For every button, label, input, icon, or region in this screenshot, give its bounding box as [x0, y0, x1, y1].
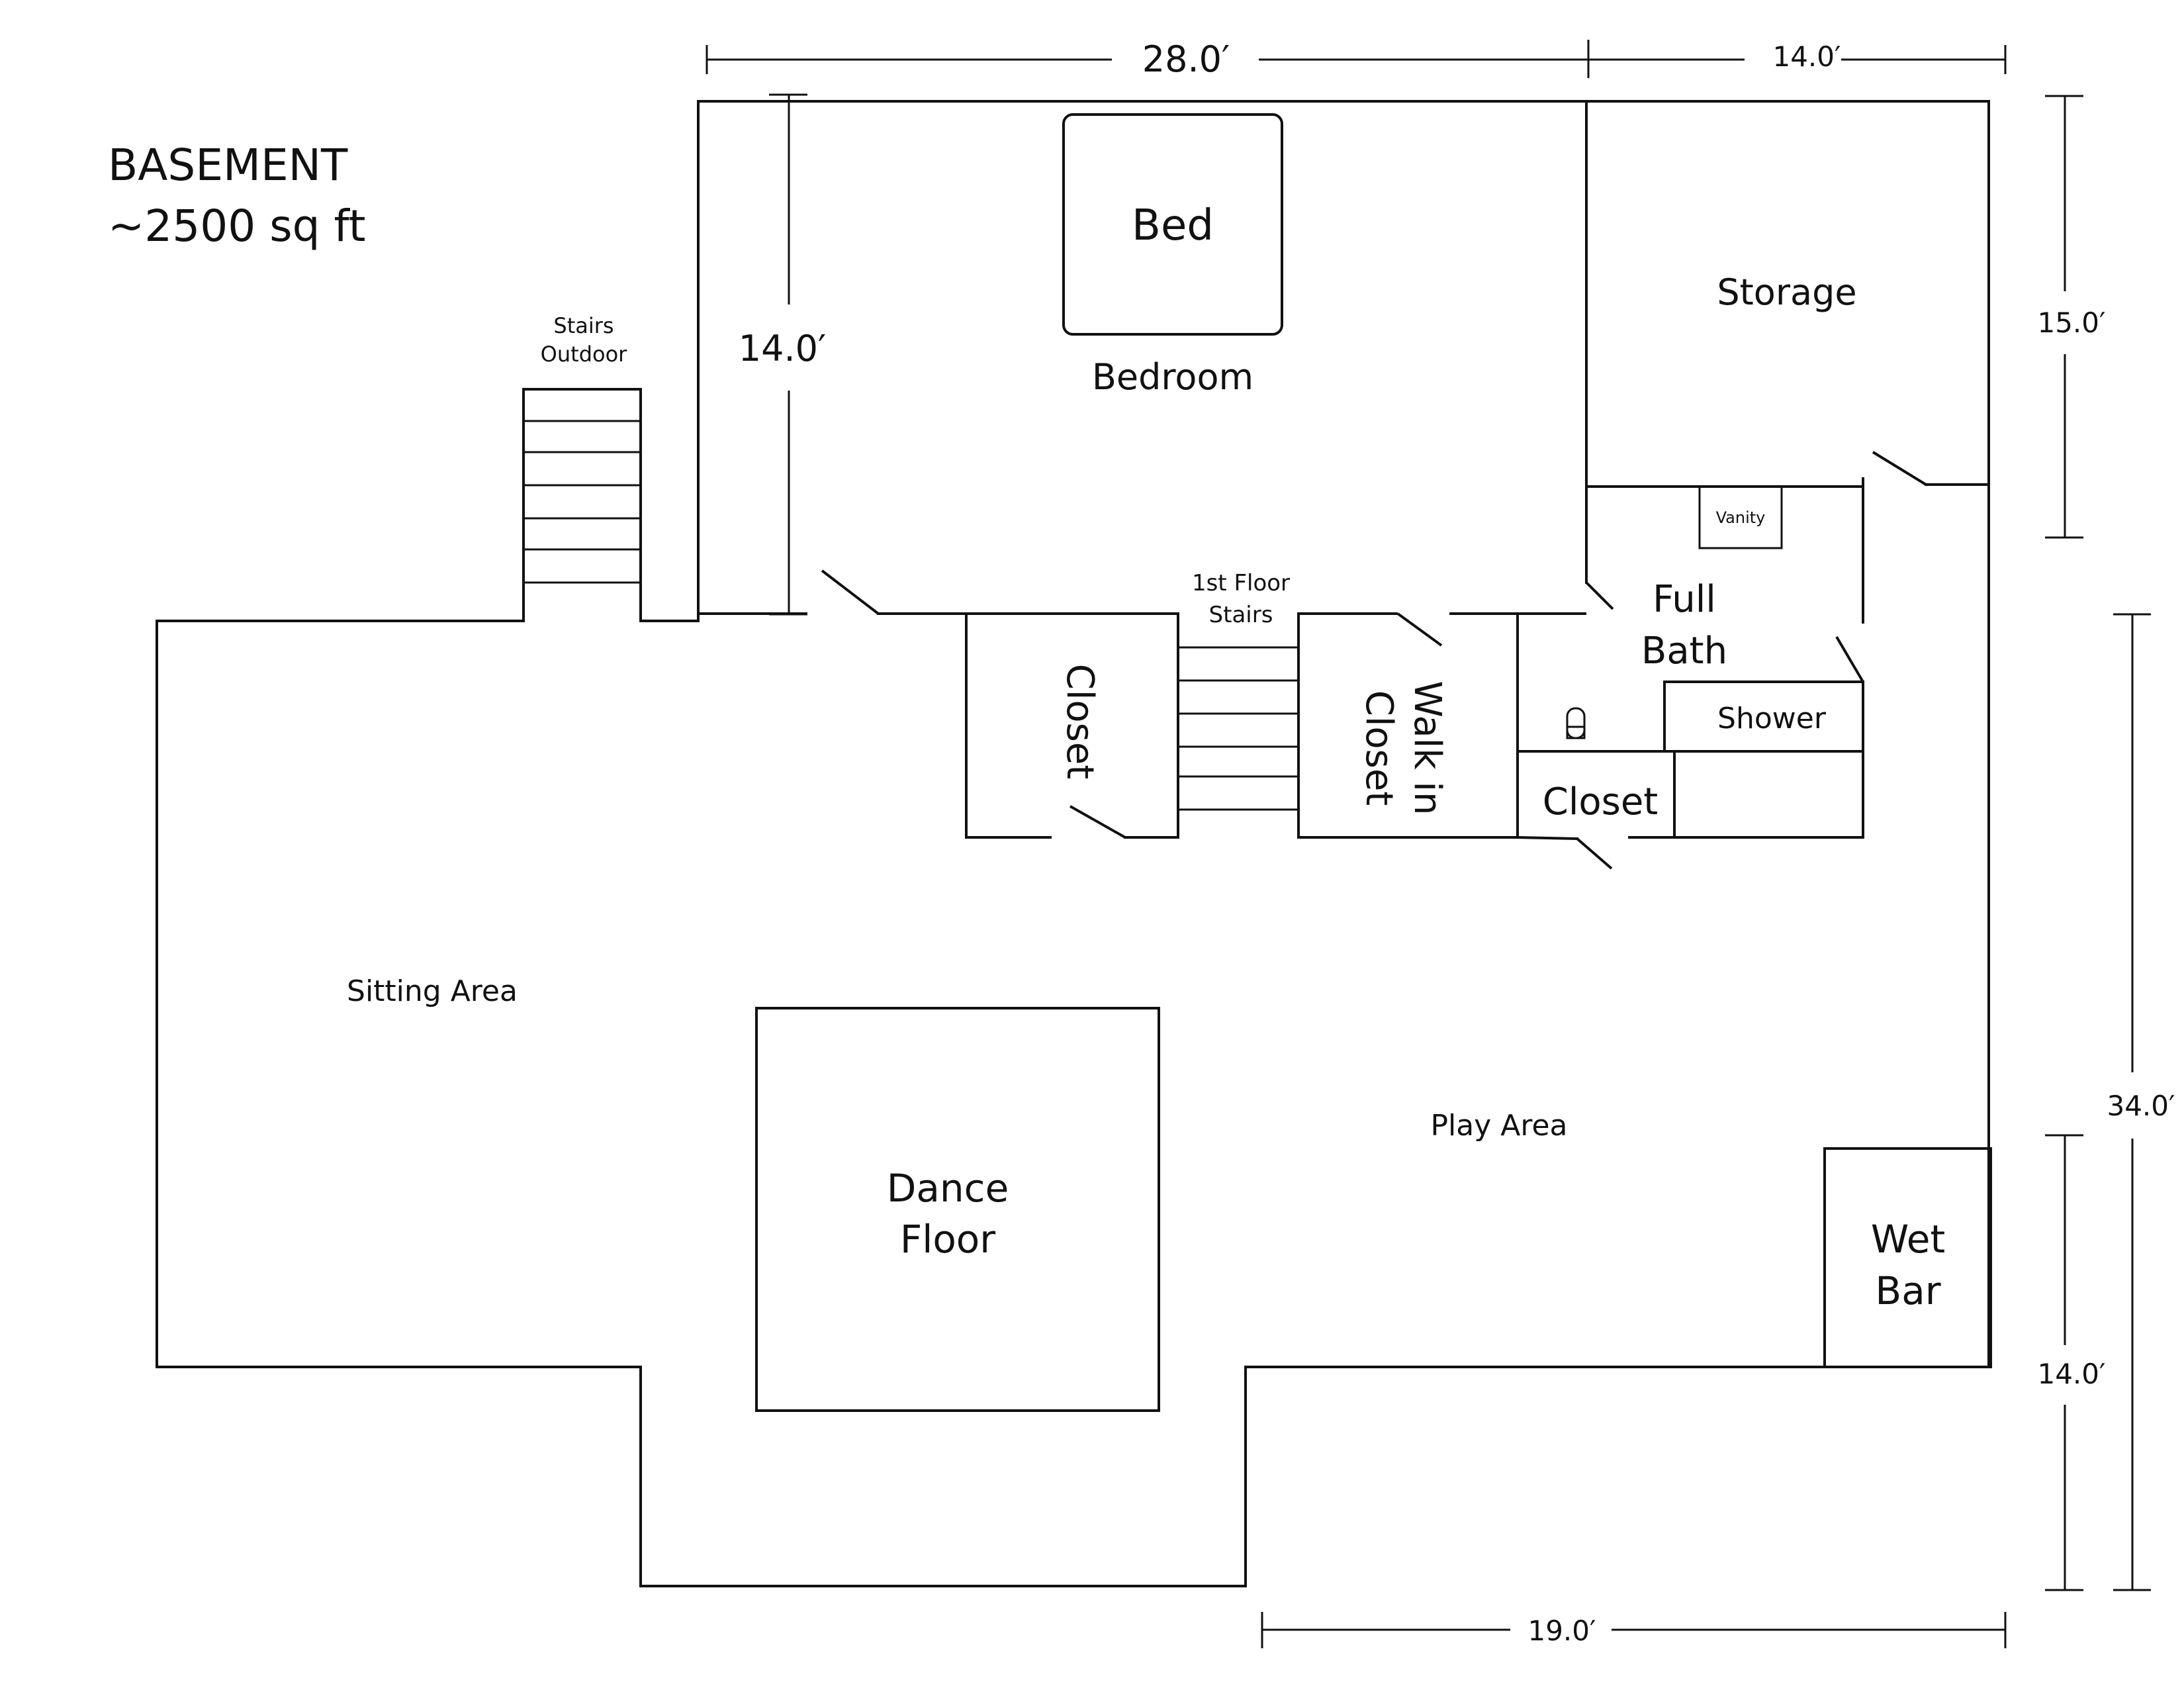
dance-floor-label-2: Floor [900, 1217, 995, 1262]
full-bath-label-2: Bath [1641, 630, 1727, 673]
shower-label: Shower [1717, 702, 1827, 735]
outdoor-stairs-treads [523, 420, 641, 584]
plan-title: BASEMENT [108, 140, 348, 191]
storage-south-wall [1585, 483, 1990, 488]
first-floor-stairs-label-2: Stairs [1209, 602, 1273, 628]
bath-entry-door [1585, 581, 1614, 610]
bedroom-door [821, 569, 880, 615]
dim-right-total-line [2113, 613, 2151, 1591]
dim-top-right-label: 14.0′ [1772, 40, 1841, 73]
first-floor-stairs-lines [1179, 646, 1297, 811]
closet-left-label: Closet [1058, 664, 1101, 780]
dim-right-total-label: 34.0′ [2107, 1090, 2175, 1122]
dim-storage-label: 15.0′ [2037, 306, 2105, 339]
dim-bedroom-label: 14.0′ [739, 328, 827, 369]
dimension-lines [705, 40, 2151, 1648]
walk-in-closet-label-2: Closet [1357, 690, 1400, 806]
dim-storage-line [2045, 95, 2083, 539]
bed-outline [1062, 113, 1283, 336]
stairs-outdoor-label-2: Outdoor [541, 342, 627, 367]
vanity-outline [1698, 485, 1783, 549]
bedroom-label: Bedroom [1092, 356, 1253, 398]
sitting-area-label: Sitting Area [347, 974, 518, 1008]
first-floor-stairs-label-1: 1st Floor [1192, 570, 1290, 596]
dim-right-lower-label: 14.0′ [2037, 1358, 2105, 1390]
dim-top-left-label: 28.0′ [1142, 38, 1230, 80]
shower-walls [1516, 680, 1864, 839]
full-bath-label-1: Full [1653, 578, 1716, 621]
stairs-outdoor-label-1: Stairs [553, 313, 614, 338]
bath-closet-label: Closet [1543, 780, 1659, 823]
dim-bottom-label: 19.0′ [1527, 1615, 1596, 1647]
storage-door [1872, 451, 1927, 486]
doors [821, 451, 1927, 870]
vanity-label: Vanity [1716, 508, 1766, 527]
outdoor-stairs [522, 388, 700, 622]
closet-left-door [1069, 805, 1126, 839]
walk-in-closet-label-1: Walk in [1406, 681, 1449, 816]
dim-top-left-line [705, 40, 1590, 78]
outer-wall [156, 100, 1990, 1587]
closet-left-walls [965, 612, 1179, 839]
bed-label: Bed [1132, 201, 1214, 250]
plan-area: ~2500 sq ft [108, 201, 365, 252]
dance-floor-outline [755, 1007, 1160, 1412]
dance-floor-label-1: Dance [887, 1166, 1009, 1211]
walls [156, 100, 1992, 1587]
labels: BASEMENT ~2500 sq ft Bed Bedroom Storage… [108, 38, 2175, 1647]
wet-bar-outline [1823, 1147, 1992, 1368]
dim-right-lower-line [2045, 1134, 2083, 1591]
play-area-label: Play Area [1430, 1109, 1567, 1143]
storage-label: Storage [1717, 271, 1856, 313]
shower-door [1835, 635, 1864, 683]
walk-in-closet-door [1396, 612, 1443, 647]
wet-bar-label-2: Bar [1875, 1268, 1940, 1313]
dim-bottom-line [1261, 1612, 2007, 1648]
bath-south-wall [1516, 835, 1864, 841]
dim-bedroom-line [769, 93, 807, 616]
wet-bar-label-1: Wet [1871, 1217, 1945, 1262]
walk-in-closet-walls [1297, 612, 1519, 839]
dim-top-right-line [1588, 45, 2007, 74]
toilet-icon [1566, 707, 1586, 739]
bath-closet-door [1576, 837, 1613, 870]
